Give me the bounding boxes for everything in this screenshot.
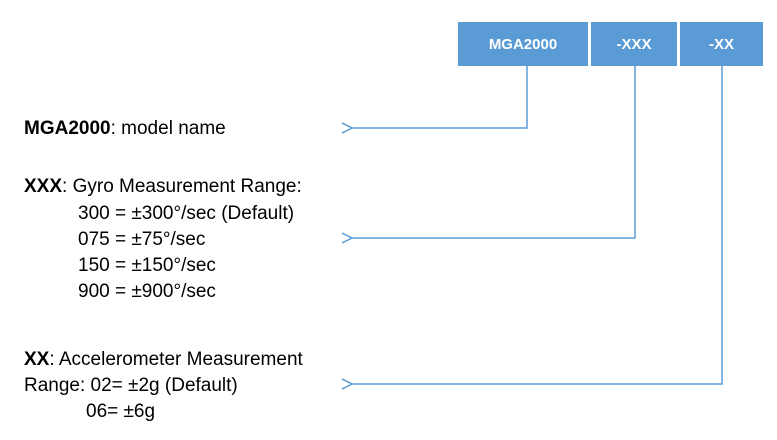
gyro-desc-text: : Gyro Measurement Range: [62, 176, 302, 197]
gyro-option: 900 = ±900°/sec [78, 281, 216, 302]
gyro-key: XXX [24, 176, 63, 197]
accel-code-box: -XX [680, 22, 763, 66]
model-code-label: MGA2000 [488, 35, 558, 53]
model-description: MGA2000: model name [24, 117, 226, 141]
gyro-description: XXX: Gyro Measurement Range: [24, 175, 302, 199]
accel-description: XX: Accelerometer Measurement [24, 348, 303, 372]
model-key: MGA2000 [24, 118, 111, 139]
gyro-option: 150 = ±150°/sec [78, 255, 216, 276]
accel-key: XX [24, 349, 50, 370]
gyro-connector [352, 66, 636, 238]
accel-desc-text: : Accelerometer Measurement [49, 349, 303, 370]
accel-option: Range: 02= ±2g (Default) [24, 375, 238, 396]
gyro-code-label: -XXX [616, 35, 652, 53]
model-connector [352, 66, 528, 128]
accel-connector [352, 66, 723, 384]
gyro-code-box: -XXX [591, 22, 677, 66]
model-desc-text: : model name [110, 118, 226, 139]
accel-option: 06= ±6g [86, 401, 156, 422]
gyro-option: 075 = ±75°/sec [78, 229, 206, 250]
model-code-box: MGA2000 [458, 22, 588, 66]
accel-code-label: -XX [708, 35, 734, 53]
gyro-option: 300 = ±300°/sec (Default) [78, 203, 295, 224]
